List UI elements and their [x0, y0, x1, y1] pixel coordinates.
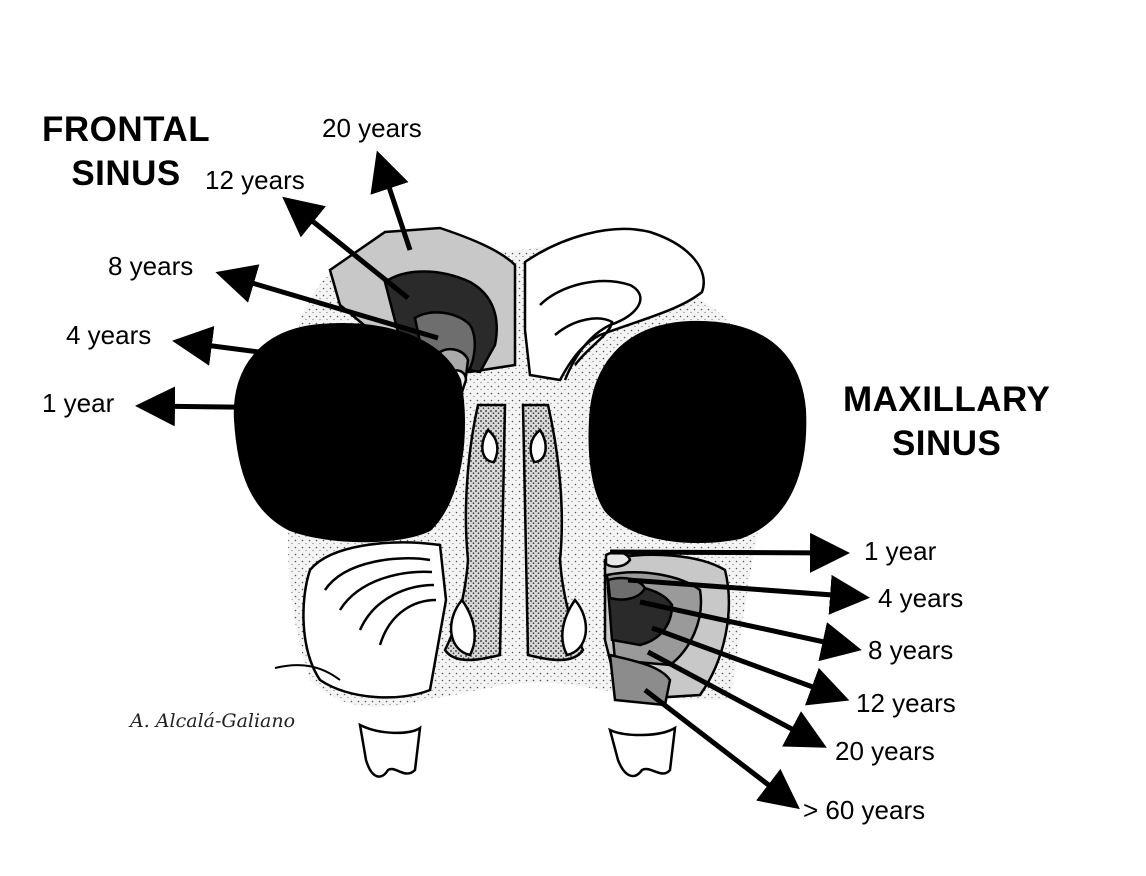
maxillary-label-60y: > 60 years — [803, 795, 926, 825]
arrow-maxillary-60y — [643, 688, 800, 810]
frontal-sinus-title: FRONTAL SINUS — [42, 108, 210, 196]
frontal-title-line2: SINUS — [71, 154, 181, 193]
arrow-frontal-4y — [172, 326, 459, 381]
arrow-maxillary-12y — [651, 625, 850, 706]
maxillary-label-20y: 20 years — [835, 736, 935, 766]
arrow-frontal-12y — [282, 196, 410, 300]
right-frontal-sinus — [523, 227, 705, 382]
arrow-maxillary-1y — [609, 532, 850, 573]
arrow-maxillary-8y — [639, 599, 862, 662]
maxillary-label-8y: 8 years — [868, 635, 954, 665]
arrow-frontal-20y — [370, 150, 413, 251]
frontal-label-20y: 20 years — [322, 113, 422, 143]
frontal-title-line1: FRONTAL — [42, 110, 211, 149]
maxillary-title-line2: SINUS — [891, 424, 1002, 463]
frontal-label-12y: 12 years — [205, 165, 305, 195]
author-signature: A. Alcalá-Galiano — [130, 710, 296, 732]
nasal-cavity — [443, 403, 588, 662]
frontal-label-4y: 4 years — [66, 320, 152, 350]
frontal-label-8y: 8 years — [108, 251, 194, 281]
frontal-label-1y: 1 year — [42, 388, 115, 418]
arrow-frontal-1y — [135, 386, 463, 427]
maxillary-label-1y: 1 year — [864, 536, 937, 566]
right-maxillary-sinus — [603, 551, 731, 707]
maxillary-label-4y: 4 years — [878, 583, 964, 613]
frontal-arrows — [135, 150, 463, 427]
arrow-maxillary-20y — [646, 649, 827, 748]
palate-and-teeth — [274, 664, 677, 778]
left-orbit — [233, 323, 465, 543]
maxillary-sinus-title: MAXILLARY SINUS — [843, 378, 1050, 466]
arrow-frontal-8y — [215, 264, 439, 341]
maxillary-arrows — [609, 532, 870, 810]
maxillary-title-line1: MAXILLARY — [843, 380, 1051, 419]
arrow-maxillary-4y — [627, 574, 870, 615]
left-maxillary-sinus — [302, 541, 448, 699]
right-orbit — [588, 320, 807, 544]
maxillary-label-12y: 12 years — [856, 688, 956, 718]
